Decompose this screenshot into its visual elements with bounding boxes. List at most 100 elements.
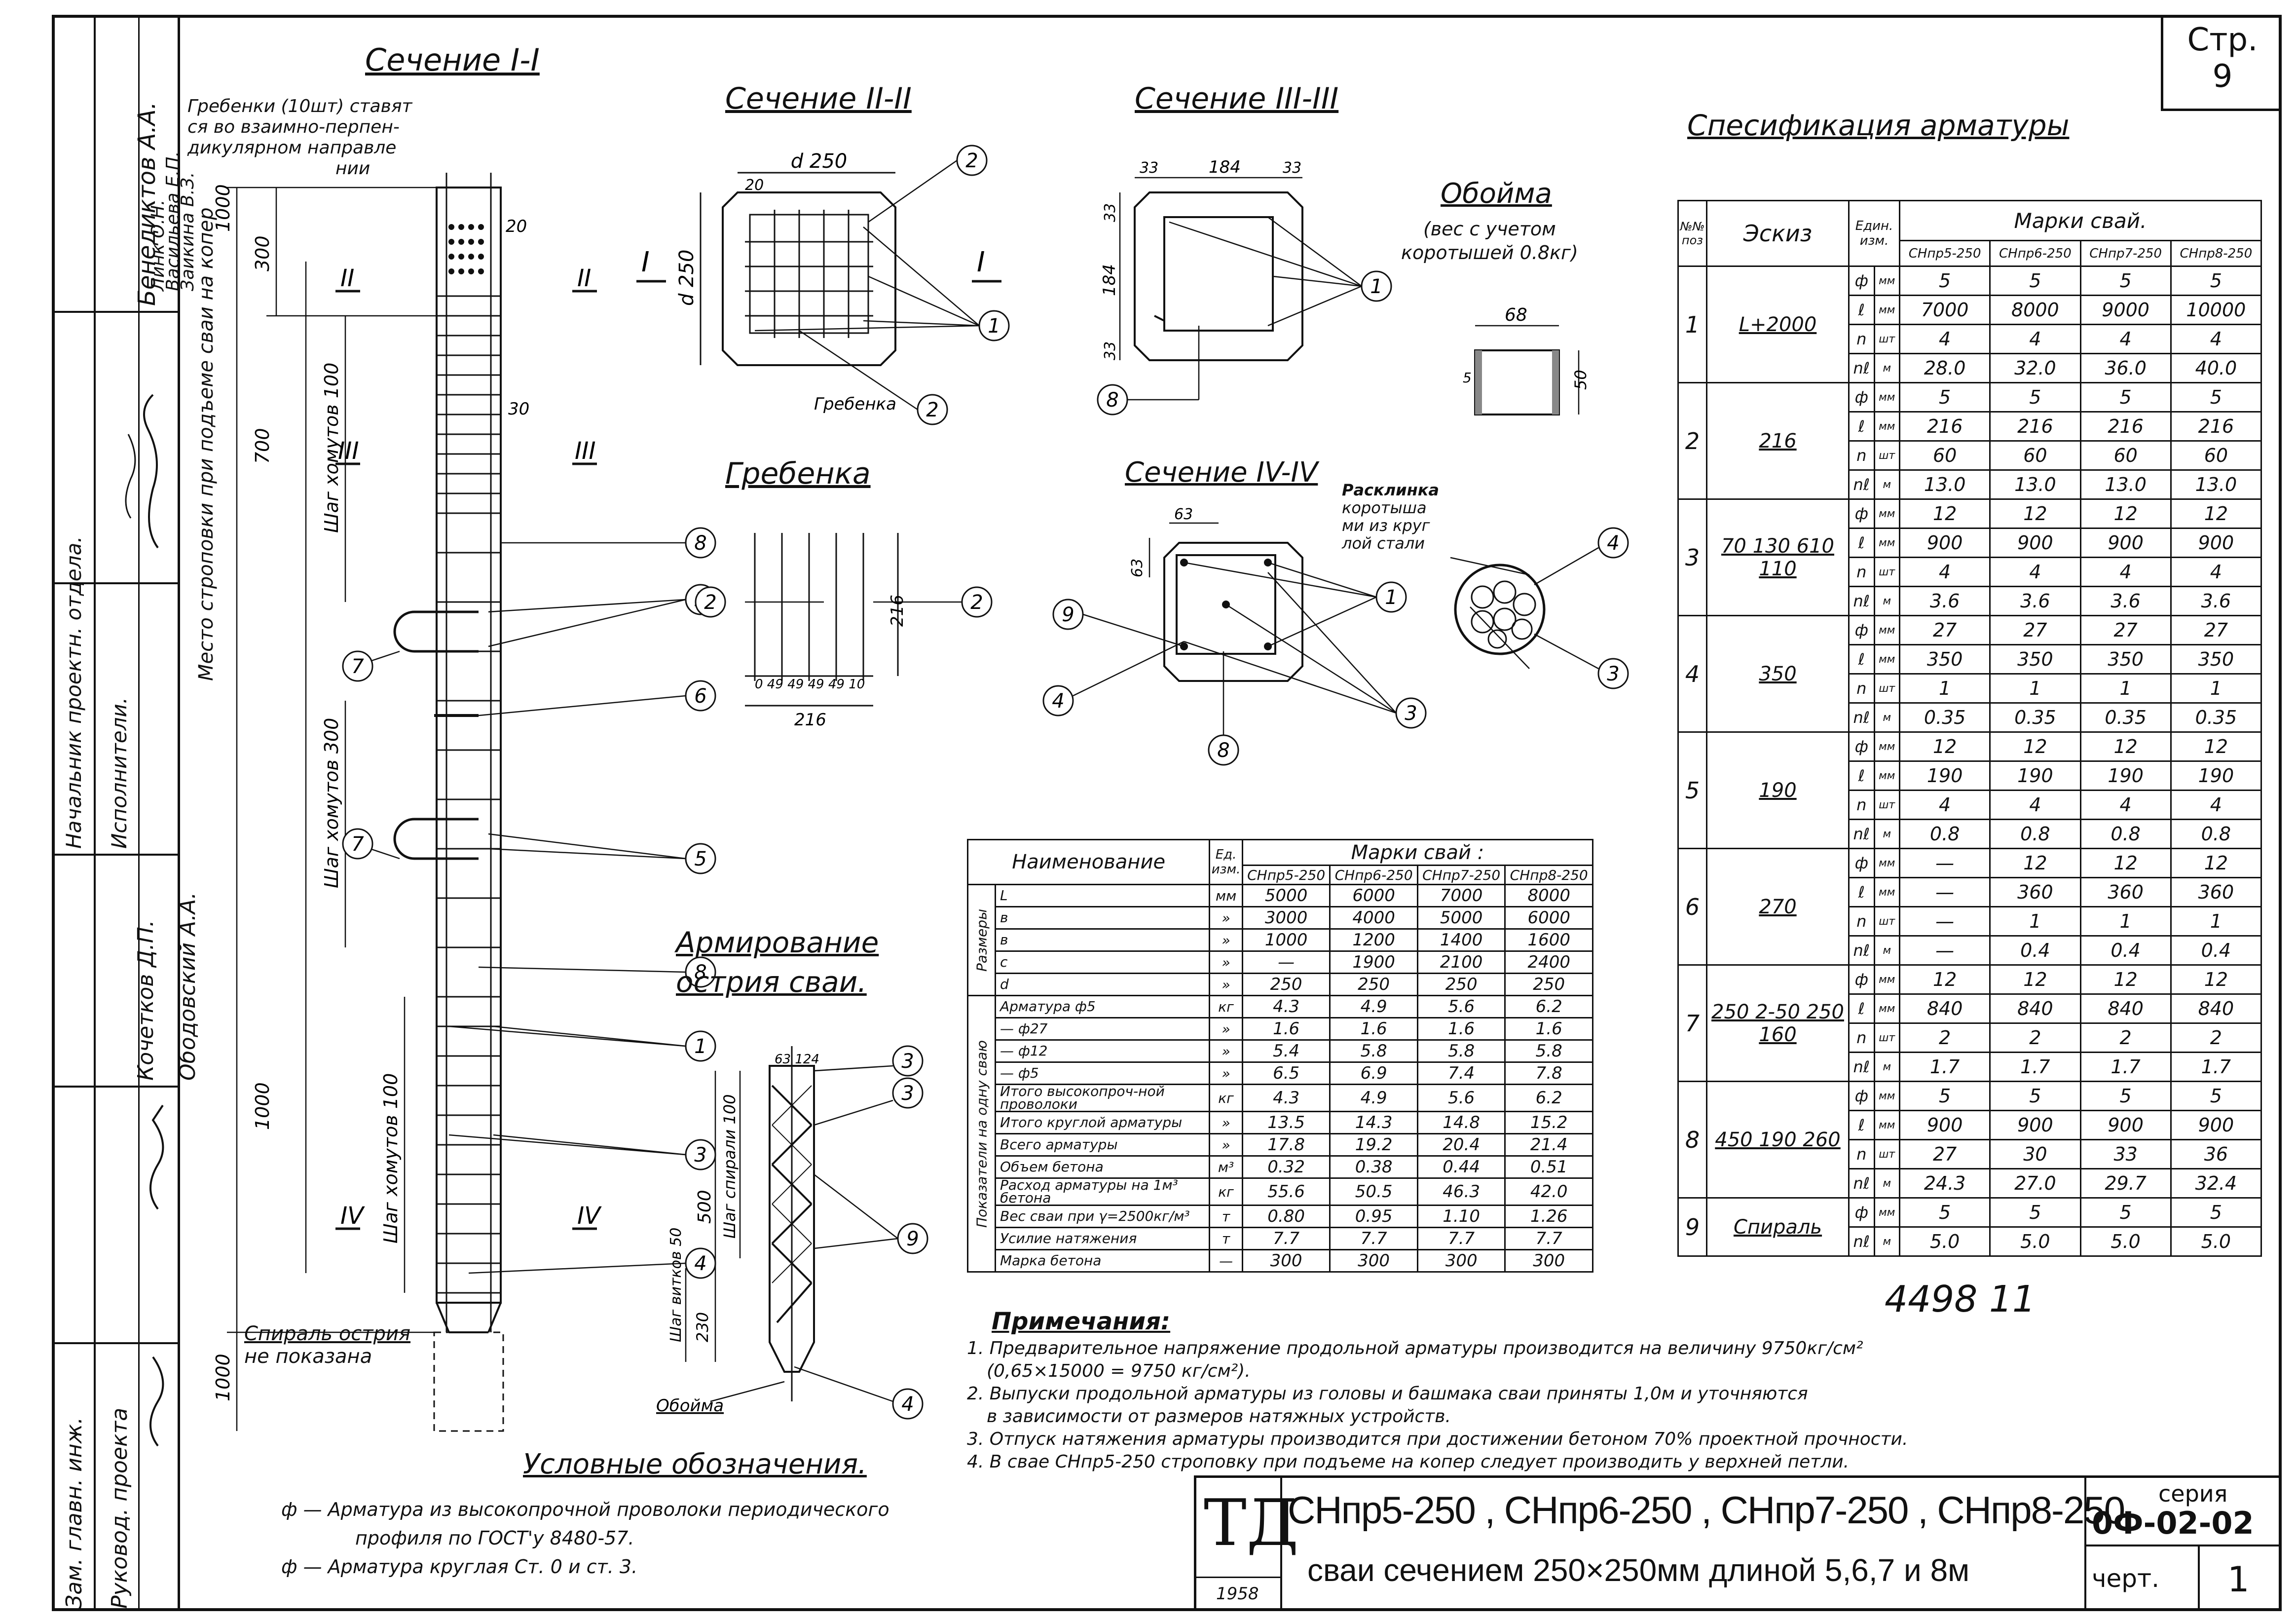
spec-value: 27: [1898, 1139, 1991, 1169]
spec-value: 9000: [2079, 295, 2172, 325]
spec-value: 12: [2079, 848, 2172, 878]
spec-value: 216: [1989, 411, 2081, 442]
legend-title: Условные обозначения.: [523, 1448, 867, 1480]
row-value: 13.5: [1241, 1111, 1331, 1134]
title-line-2: сваи сечением 250×250мм длиной 5,6,7 и 8…: [1307, 1552, 1970, 1588]
spec-value: 28.0: [1898, 353, 1991, 383]
param-unit: мм: [1873, 382, 1900, 413]
section-4-title: Сечение IV-IV: [1125, 456, 1318, 489]
signatures: [125, 394, 164, 1447]
wedge-note-line: коротыша: [1342, 498, 1427, 517]
rebar-sketch: L+2000: [1706, 265, 1850, 383]
row-value: 20.4: [1416, 1133, 1506, 1157]
row-unit: »: [1209, 1111, 1243, 1134]
param-symbol: nℓ: [1848, 469, 1875, 500]
param-unit: м: [1873, 702, 1900, 733]
row-name: — ф12: [994, 1039, 1211, 1063]
row-value: 6.2: [1504, 1084, 1593, 1112]
spec-value: 2: [1989, 1022, 2081, 1053]
balloon-3: 3: [1405, 702, 1417, 725]
spec-value: 13.0: [1989, 469, 2081, 500]
rebar-sketch: 70 130 610 110: [1706, 498, 1850, 616]
param-unit: мм: [1873, 527, 1900, 558]
sec1-note-line: ся во взаимно-перпен-: [187, 117, 400, 137]
row-name: — ф27: [994, 1017, 1211, 1041]
spec-value: 30: [1989, 1139, 2081, 1169]
dim-label: 68: [1505, 305, 1527, 325]
section-2-drawing: d 250 d 250 20 I I Гребенка 1 2 2: [636, 145, 1010, 425]
col-header-mark: СНпр5-250: [1898, 240, 1991, 267]
param-unit: мм: [1873, 731, 1900, 762]
row-value: 50.5: [1329, 1177, 1418, 1206]
cut-mark: II: [340, 264, 354, 292]
row-name: Расход арматуры на 1м³ бетона: [994, 1177, 1211, 1206]
sec1-note-line: дикулярном направле: [187, 138, 397, 158]
spec-value: 4: [1898, 557, 1991, 587]
spec-value: 3.6: [2170, 586, 2262, 616]
rebar-sketch: 216: [1706, 382, 1850, 500]
param-symbol: ф: [1848, 498, 1875, 529]
param-symbol: ф: [1848, 731, 1875, 762]
cut-mark: II: [577, 264, 591, 292]
series-code: 0Ф-02-02: [2092, 1505, 2254, 1541]
notes-title: Примечания:: [992, 1308, 1171, 1335]
spec-value: 12: [1989, 848, 2081, 878]
row-unit: »: [1209, 1017, 1243, 1041]
param-symbol: ℓ: [1848, 877, 1875, 907]
spec-value: 12: [2079, 731, 2172, 762]
spec-value: 840: [1898, 993, 1991, 1024]
spec-value: 27: [2079, 615, 2172, 645]
row-name: d: [994, 973, 1211, 996]
param-symbol: nℓ: [1848, 1168, 1875, 1199]
row-unit: т: [1209, 1227, 1243, 1250]
col-header-marks: Марки свай :: [1241, 838, 1594, 867]
param-unit: шт: [1873, 324, 1900, 354]
spec-value: 60: [1898, 440, 1991, 471]
balloon-4: 4: [901, 1393, 914, 1416]
dim-label: 216: [888, 595, 907, 627]
spec-value: 350: [2079, 644, 2172, 675]
tip-label: Обойма: [656, 1396, 724, 1416]
spec-value: 13.0: [2079, 469, 2172, 500]
spiral-note: Спираль острия не показана: [244, 1322, 410, 1368]
spec-value: 5: [1898, 1081, 1991, 1111]
col-header-mark: СНпр7-250: [1416, 865, 1506, 885]
balloon-2: 2: [926, 399, 938, 421]
sec1-note-line: Гребенки (10шт) ставят: [187, 96, 412, 116]
row-value: 5.8: [1329, 1039, 1418, 1063]
spec-value: 0.35: [2170, 702, 2262, 733]
spec-value: 5: [1898, 382, 1991, 413]
spec-value: 7000: [1898, 295, 1991, 325]
spec-value: 4: [2079, 557, 2172, 587]
row-value: 250: [1241, 973, 1331, 996]
grebenka-title: Гребенка: [725, 456, 871, 491]
row-value: 4.3: [1241, 1084, 1331, 1112]
dim-label: 33: [1102, 341, 1119, 360]
section-3-drawing: 33 184 33 33 184 33 1 8: [1097, 157, 1392, 415]
rebar-sketch: Спираль: [1706, 1197, 1850, 1257]
row-value: 1.10: [1416, 1205, 1506, 1228]
row-value: 2400: [1504, 950, 1593, 974]
row-value: 250: [1329, 973, 1418, 996]
note-line: в зависимости от размеров натяжных устро…: [987, 1406, 1451, 1427]
col-header-mark: СНпр8-250: [2170, 240, 2262, 267]
spec-value: 900: [2170, 527, 2262, 558]
balloon-1: 1: [1370, 275, 1382, 298]
param-unit: м: [1873, 353, 1900, 383]
param-unit: м: [1873, 1168, 1900, 1199]
param-symbol: ф: [1848, 615, 1875, 645]
spec-value: 4: [2079, 790, 2172, 820]
col-header-name: Наименование: [966, 839, 1211, 885]
spec-value: 36: [2170, 1139, 2262, 1169]
spec-value: 216: [2079, 411, 2172, 442]
row-value: 1.6: [1416, 1017, 1506, 1041]
